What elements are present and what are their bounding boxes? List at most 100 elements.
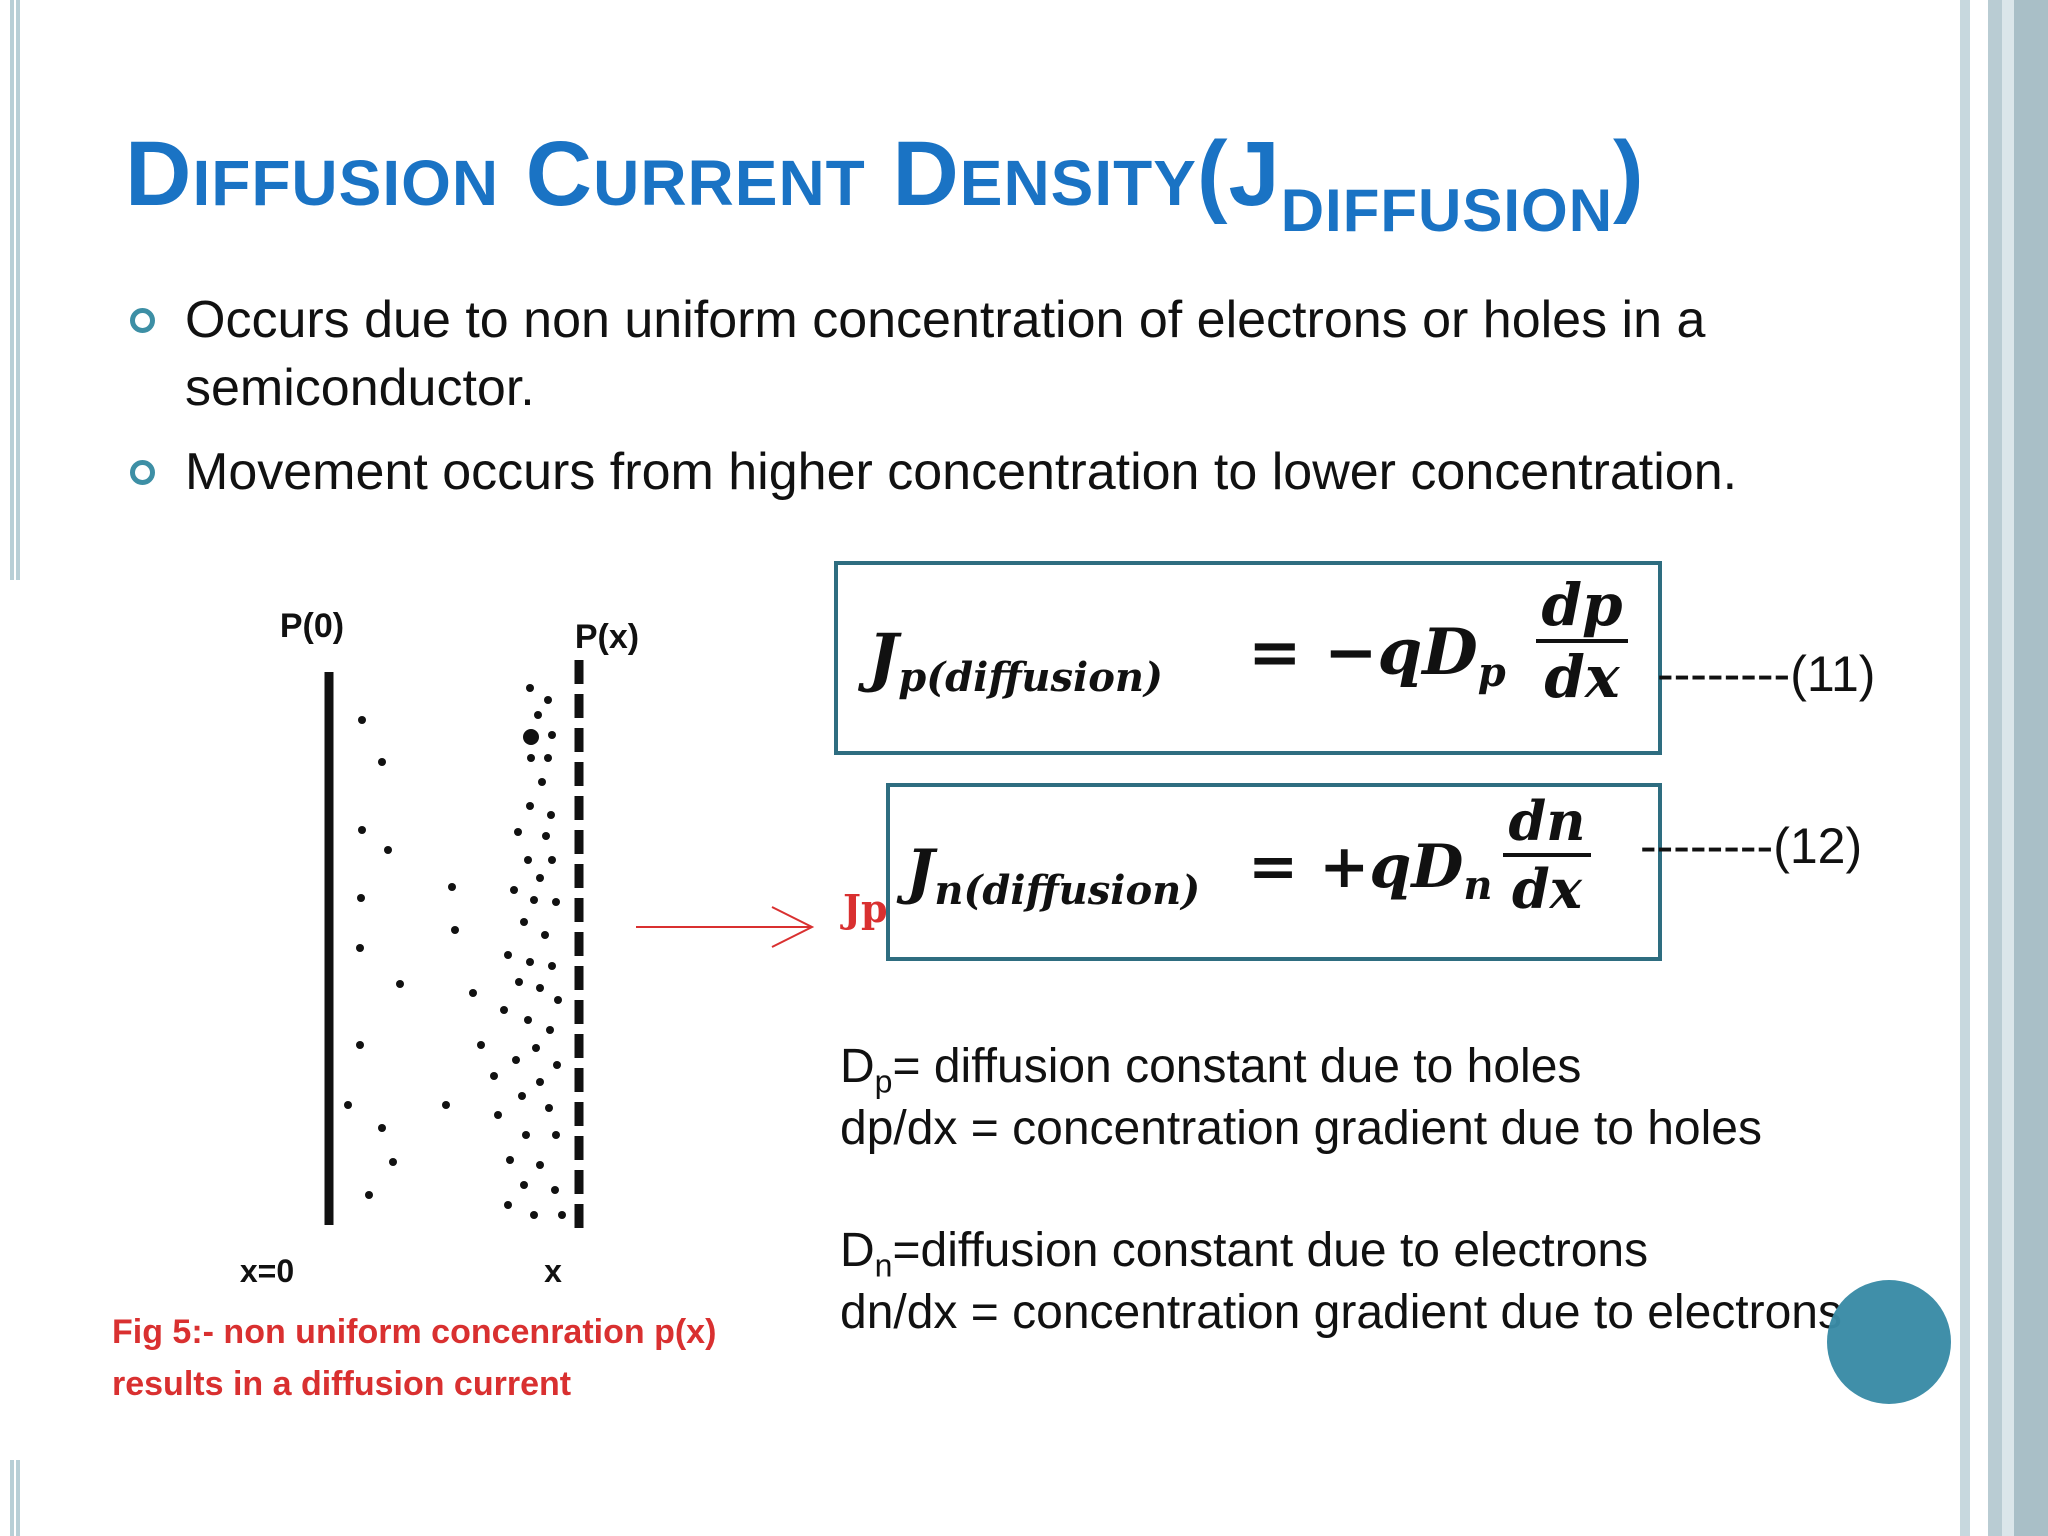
carrier-dot [536,1078,544,1086]
fraction-denominator: dx [1544,643,1620,711]
carrier-dot [510,886,518,894]
equation-12-lhs: Jn(diffusion) [906,837,1201,914]
carrier-dot [504,1201,512,1209]
carrier-dot [526,684,534,692]
carrier-dot [506,1156,514,1164]
jp-current-label: Jp [843,886,888,931]
left-decor-bar [10,1460,14,1536]
carrier-dot [552,1131,560,1139]
carrier-dot [552,898,560,906]
bullet-text: Occurs due to non uniform concentration … [185,291,1706,417]
carrier-dot [548,856,556,864]
right-decor-stripes [1960,0,2048,1536]
title-close: ) [1613,123,1645,225]
current-arrowhead [771,906,815,948]
carrier-dot [520,918,528,926]
slide-title: Diffusion Current Density(JDIFFUSION) [125,128,1645,241]
equation-11-lhs: Jp(diffusion) [868,620,1163,701]
carrier-dot [547,811,555,819]
carrier-dot [365,1191,373,1199]
carrier-dot [344,1101,352,1109]
equation-11-rhs: = −qDp [1248,615,1506,696]
carrier-dot [358,826,366,834]
bullet-text: Movement occurs from higher concentratio… [185,443,1738,501]
carrier-dot [384,846,392,854]
carrier-dot [554,996,562,1004]
carrier-dot [518,1092,526,1100]
left-decor-bar [16,0,20,580]
equation-12-fraction: dn dx [1503,789,1591,921]
carrier-dot [515,978,523,986]
carrier-dot [534,711,542,719]
title-main: Diffusion Current Density(J [125,123,1281,225]
carrier-dot [504,951,512,959]
equation-11-fraction: dp dx [1536,571,1628,711]
carrier-dot [378,758,386,766]
carrier-dot [357,894,365,902]
label-x0: x=0 [240,1253,294,1289]
fraction-denominator: dx [1512,857,1582,921]
left-decor-bar [10,0,14,580]
label-x: x [544,1253,562,1289]
label-p0: P(0) [280,607,344,645]
caption-line-2: results in a diffusion current [112,1365,571,1403]
carrier-dots [344,684,566,1219]
equation-number-11: --------(11) [1657,646,1876,702]
carrier-dot [522,1131,530,1139]
definition-dndx: dn/dx = concentration gradient due to el… [840,1286,1842,1339]
fraction-bar [1536,639,1628,643]
carrier-dot [356,1041,364,1049]
carrier-dot [553,1061,561,1069]
carrier-dot [544,754,552,762]
carrier-dot [551,1186,559,1194]
fraction-numerator: dp [1541,571,1623,639]
carrier-dot [524,856,532,864]
carrier-dot [396,980,404,988]
carrier-dot [536,1161,544,1169]
carrier-dot [541,931,549,939]
carrier-dot [512,1056,520,1064]
equation-number-12: --------(12) [1640,818,1863,874]
carrier-dot [542,832,550,840]
carrier-dot [524,1016,532,1024]
equation-box-12: Jn(diffusion) = +qDn dn dx [886,783,1662,961]
bullet-marker-icon [130,308,155,333]
carrier-dot [358,716,366,724]
carrier-dot [558,1211,566,1219]
carrier-dot [536,874,544,882]
definition-dn: Dn=diffusion constant due to electrons [840,1224,1649,1284]
carrier-dot [548,731,556,739]
carrier-dot [514,828,522,836]
caption-line-1: Fig 5:- non uniform concenration p(x) [112,1313,716,1351]
fraction-bar [1503,853,1591,857]
carrier-dot [546,1026,554,1034]
carrier-dot [469,989,477,997]
decorative-circle [1827,1280,1951,1404]
diffusion-figure: P(0) P(x) x=0 x Fig 5:- non uniform conc… [112,607,815,1403]
carrier-dot [530,1211,538,1219]
carrier-dot [378,1124,386,1132]
carrier-dot [545,1104,553,1112]
carrier-dot [356,944,364,952]
carrier-dot [500,1006,508,1014]
carrier-dot [442,1101,450,1109]
carrier-dot [532,1044,540,1052]
carrier-dot [548,962,556,970]
bullet-item: Occurs due to non uniform concentration … [130,286,1905,422]
definition-dp: Dp= diffusion constant due to holes [840,1040,1582,1100]
carrier-dot [526,802,534,810]
carrier-dot [527,754,535,762]
carrier-dot [530,896,538,904]
carrier-dot [536,984,544,992]
carrier-dot [451,926,459,934]
carrier-dot [523,729,539,745]
carrier-dot [538,778,546,786]
left-decor-bar [16,1460,20,1536]
label-px: P(x) [575,618,639,656]
bullet-marker-icon [130,460,155,485]
carrier-dot [544,696,552,704]
carrier-dot [520,1181,528,1189]
definition-dpdx: dp/dx = concentration gradient due to ho… [840,1102,1762,1155]
carrier-dot [494,1111,502,1119]
equation-box-11: Jp(diffusion) = −qDp dp dx [834,561,1662,755]
